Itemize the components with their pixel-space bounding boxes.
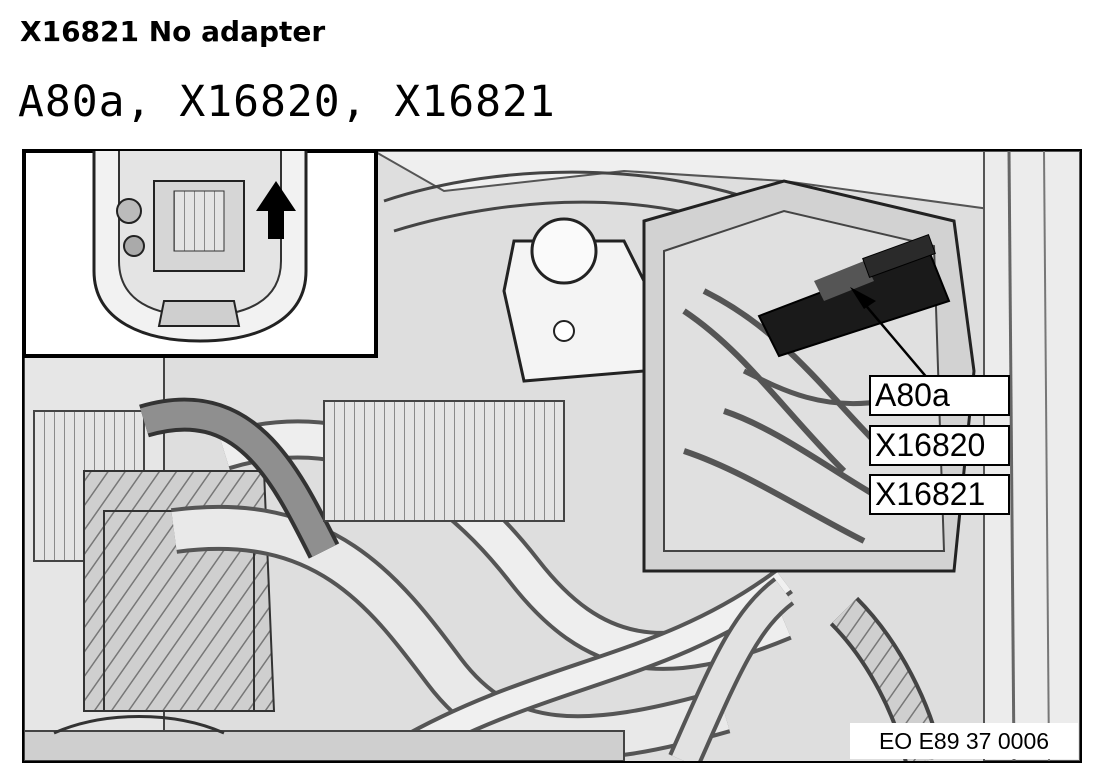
callout-x16820: X16820 — [869, 425, 1010, 466]
callout-x16821: X16821 — [869, 474, 1010, 515]
vehicle-overview-inset — [24, 151, 378, 358]
engine-bay-figure: A80a X16820 X16821 EO E89 37 0006 — [22, 149, 1082, 763]
engine-illustration — [24, 151, 1080, 761]
arrow-up-icon — [256, 181, 296, 239]
arrow-pointer-icon — [850, 287, 935, 387]
page-title: A80a, X16820, X16821 — [18, 77, 556, 127]
callout-a80a: A80a — [869, 375, 1010, 416]
figure-reference-code: EO E89 37 0006 — [850, 723, 1078, 759]
page-subtitle: X16821 No adapter — [20, 15, 326, 48]
